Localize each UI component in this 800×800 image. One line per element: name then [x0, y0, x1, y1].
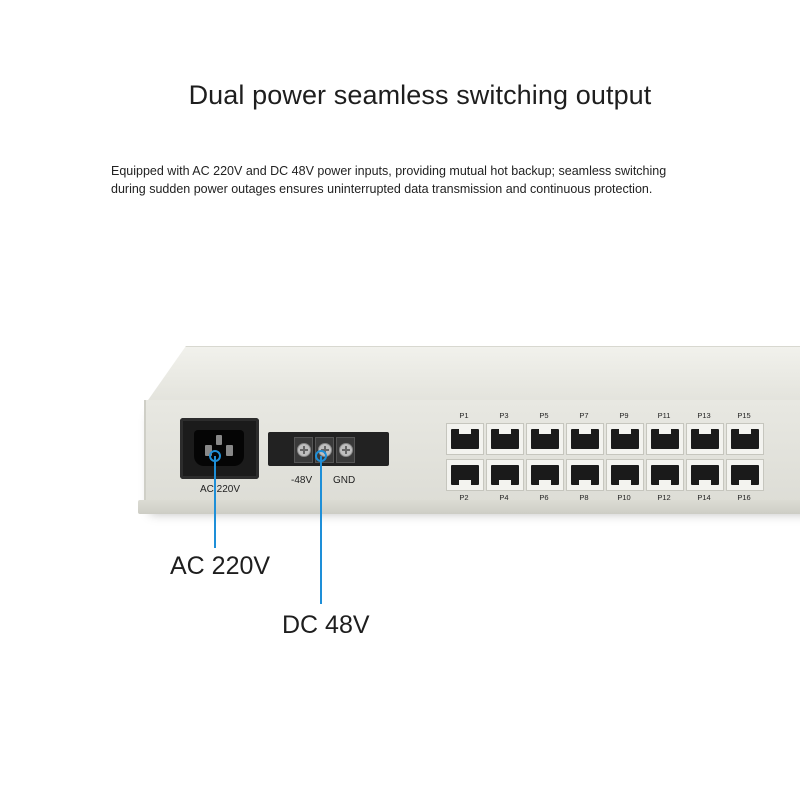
ac-socket-label: AC 220V [199, 484, 241, 495]
rj45-port-icon [566, 459, 604, 491]
rj45-port-icon [446, 423, 484, 455]
device-top-panel [146, 346, 800, 403]
rj45-port-icon [606, 459, 644, 491]
port-label: P9 [619, 411, 629, 420]
rj45-port-icon [726, 423, 764, 455]
callout-ac-220v: AC 220V [170, 552, 271, 580]
rj45-port-icon [566, 423, 604, 455]
rj45-port-icon [686, 423, 724, 455]
port-label: P15 [737, 411, 751, 420]
rj45-port-icon [486, 459, 524, 491]
terminal-label-neg48v: -48V [291, 475, 313, 486]
port-label: P3 [499, 411, 509, 420]
port-label: P5 [539, 411, 549, 420]
rj45-port-icon [486, 423, 524, 455]
terminal-screw-icon [294, 437, 313, 463]
port-label: P2 [459, 493, 469, 502]
port-label: P13 [697, 411, 711, 420]
terminal-label-gnd: GND [333, 475, 356, 486]
ac-callout-marker [209, 450, 221, 462]
dc-callout-marker [315, 450, 327, 462]
terminal-screw-icon [336, 437, 355, 463]
port-label: P10 [617, 493, 631, 502]
port-label: P16 [737, 493, 751, 502]
rj45-port-icon [446, 459, 484, 491]
dc-callout-line [320, 456, 322, 604]
rj45-port-icon [686, 459, 724, 491]
rj45-port-icon [526, 423, 564, 455]
callout-dc-48v: DC 48V [282, 611, 370, 639]
port-label: P6 [539, 493, 549, 502]
rj45-port-icon [526, 459, 564, 491]
rj45-port-icon [606, 423, 644, 455]
port-label: P14 [697, 493, 711, 502]
port-label: P1 [459, 411, 469, 420]
port-label: P11 [657, 411, 671, 420]
dc-terminal-block [268, 432, 389, 466]
device-bottom-edge [138, 500, 800, 514]
ac-callout-line [214, 456, 216, 548]
ac-power-socket-icon [180, 418, 259, 479]
rj45-port-icon [646, 423, 684, 455]
rj45-port-icon [726, 459, 764, 491]
port-label: P4 [499, 493, 509, 502]
description: Equipped with AC 220V and DC 48V power i… [111, 162, 771, 198]
port-label: P12 [657, 493, 671, 502]
description-line-1: Equipped with AC 220V and DC 48V power i… [111, 164, 667, 178]
page-title: Dual power seamless switching output [188, 80, 652, 110]
description-line-2: during sudden power outages ensures unin… [111, 182, 653, 196]
port-label: P8 [579, 493, 589, 502]
rj45-port-icon [646, 459, 684, 491]
port-label: P7 [579, 411, 589, 420]
